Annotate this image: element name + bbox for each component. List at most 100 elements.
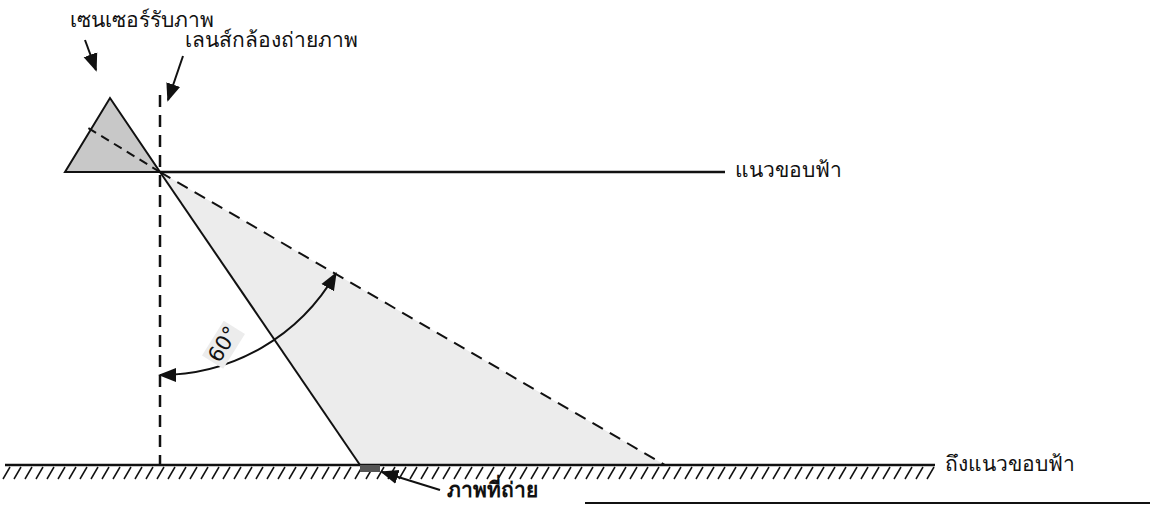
hatch-stroke <box>894 467 901 479</box>
hatch-stroke <box>245 467 252 479</box>
hatch-stroke <box>300 467 307 479</box>
hatch-stroke <box>421 467 428 479</box>
hatch-stroke <box>553 467 560 479</box>
hatch-stroke <box>322 467 329 479</box>
hatch-stroke <box>344 467 351 479</box>
hatch-stroke <box>850 467 857 479</box>
leader-line <box>85 40 96 70</box>
hatch-stroke <box>234 467 241 479</box>
hatch-stroke <box>443 467 450 479</box>
captured-patch <box>360 465 380 472</box>
hatch-stroke <box>69 467 76 479</box>
hatch-stroke <box>289 467 296 479</box>
hatch-stroke <box>47 467 54 479</box>
hatch-stroke <box>476 467 483 479</box>
part-label: เลนส์กล้องถ่ายภาพ <box>185 28 358 53</box>
hatch-stroke <box>14 467 21 479</box>
hatch-stroke <box>520 467 527 479</box>
hatch-stroke <box>729 467 736 479</box>
hatch-stroke <box>674 467 681 479</box>
hatch-stroke <box>762 467 769 479</box>
hatch-stroke <box>102 467 109 479</box>
optical-axis <box>160 172 665 465</box>
vertical-axis <box>159 95 162 465</box>
hatch-stroke <box>751 467 758 479</box>
hatch-stroke <box>212 467 219 479</box>
hatch-stroke <box>905 467 912 479</box>
sensor-axis <box>85 126 160 172</box>
hatch-stroke <box>663 467 670 479</box>
hatch-stroke <box>410 467 417 479</box>
hatch-stroke <box>179 467 186 479</box>
hatch-stroke <box>586 467 593 479</box>
hatch-stroke <box>531 467 538 479</box>
hatch-stroke <box>58 467 65 479</box>
hatch-stroke <box>223 467 230 479</box>
hatch-stroke <box>839 467 846 479</box>
hatch-stroke <box>927 467 934 479</box>
image-sensor <box>65 98 160 172</box>
hatch-stroke <box>498 467 505 479</box>
hatch-stroke <box>784 467 791 479</box>
angle-arc <box>160 274 336 376</box>
hatch-stroke <box>696 467 703 479</box>
hatch-stroke <box>817 467 824 479</box>
hatch-stroke <box>91 467 98 479</box>
hatch-stroke <box>146 467 153 479</box>
hatch-stroke <box>597 467 604 479</box>
hatch-stroke <box>432 467 439 479</box>
ground-hatching <box>3 467 934 479</box>
hatch-stroke <box>608 467 615 479</box>
hatch-stroke <box>575 467 582 479</box>
hatch-stroke <box>564 467 571 479</box>
hatch-stroke <box>157 467 164 479</box>
hatch-stroke <box>718 467 725 479</box>
hatch-stroke <box>707 467 714 479</box>
line-label: ถึงแนวขอบฟ้า <box>945 452 1075 477</box>
hatch-stroke <box>916 467 923 479</box>
hatch-stroke <box>630 467 637 479</box>
hatch-stroke <box>619 467 626 479</box>
hatch-stroke <box>3 467 10 479</box>
hatch-stroke <box>190 467 197 479</box>
ground-line <box>5 464 935 467</box>
hatch-stroke <box>740 467 747 479</box>
hatch-stroke <box>883 467 890 479</box>
hatch-stroke <box>168 467 175 479</box>
hatch-stroke <box>641 467 648 479</box>
hatch-stroke <box>388 467 395 479</box>
hatch-stroke <box>685 467 692 479</box>
hatch-stroke <box>267 467 274 479</box>
hatch-stroke <box>806 467 813 479</box>
leader-line <box>382 472 440 490</box>
hatch-stroke <box>861 467 868 479</box>
view-wedge <box>160 172 665 465</box>
hatch-stroke <box>311 467 318 479</box>
underline-rule <box>585 502 1150 504</box>
hatch-stroke <box>201 467 208 479</box>
hatch-stroke <box>36 467 43 479</box>
hatch-stroke <box>124 467 131 479</box>
hatch-stroke <box>465 467 472 479</box>
hatch-stroke <box>333 467 340 479</box>
part-label: ภาพที่ถ่าย <box>447 478 538 503</box>
hatch-stroke <box>872 467 879 479</box>
horizon-line <box>160 171 725 174</box>
lower-ray <box>160 172 360 465</box>
hatch-stroke <box>487 467 494 479</box>
line-label: แนวขอบฟ้า <box>735 158 842 183</box>
angle-label: 60° <box>202 321 245 369</box>
hatch-stroke <box>256 467 263 479</box>
hatch-stroke <box>80 467 87 479</box>
hatch-stroke <box>278 467 285 479</box>
hatch-stroke <box>454 467 461 479</box>
hatch-stroke <box>795 467 802 479</box>
hatch-stroke <box>828 467 835 479</box>
hatch-stroke <box>652 467 659 479</box>
hatch-stroke <box>542 467 549 479</box>
hatch-stroke <box>773 467 780 479</box>
leader-line <box>168 56 183 100</box>
hatch-stroke <box>135 467 142 479</box>
hatch-stroke <box>113 467 120 479</box>
